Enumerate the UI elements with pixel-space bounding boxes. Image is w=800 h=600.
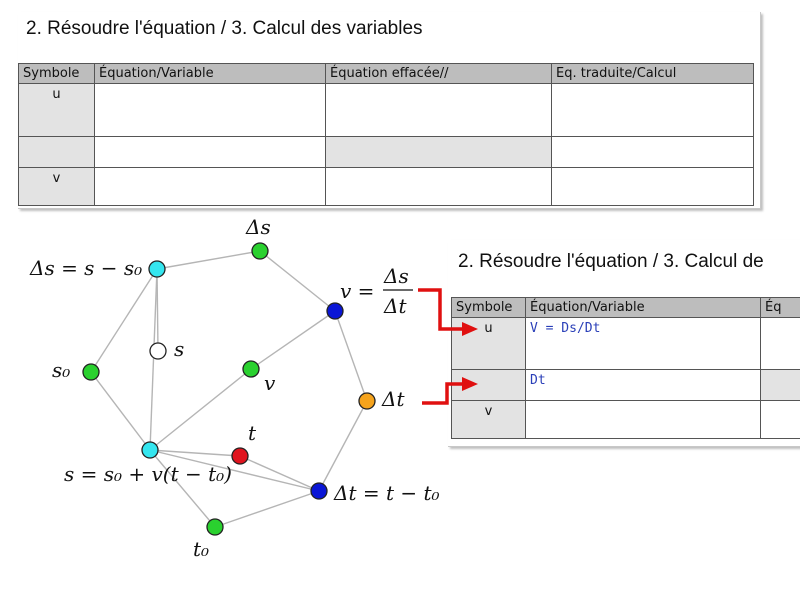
label-position-equation: s = s₀ + v(t − t₀) [64,462,232,486]
graph-edge [156,250,261,270]
node-v[interactable] [242,360,260,378]
arrow-to-dt-row [422,382,464,405]
label-delta-s-definition: Δs = s − s₀ [29,256,142,280]
right-variables-table: Symbole Équation/Variable Éq u V = Ds/Dt… [451,297,800,439]
graph-nodes [82,242,376,536]
label-delta-s: Δs [245,215,271,239]
graph-edge [149,449,241,457]
graph-edge [149,368,252,451]
label-delta-t: Δt [381,387,405,411]
table-cell[interactable] [94,83,326,137]
node-delta-s-definition[interactable] [148,260,166,278]
top-worksheet-panel: 2. Résoudre l'équation / 3. Calcul des v… [18,12,761,209]
table-row [18,136,754,168]
table-cell[interactable] [551,83,754,137]
graph-edge [334,310,368,402]
symbol-cell: u [18,83,95,137]
graph-edge [214,490,320,528]
node-s0[interactable] [82,363,100,381]
label-t: t [248,421,257,445]
graph-edge [90,371,151,451]
right-panel-title: 2. Résoudre l'équation / 3. Calcul de [458,251,764,272]
symbol-cell: v [18,167,95,206]
column-header: Eq. traduite/Calcul [551,63,754,84]
table-row: u [18,83,754,137]
graph-edge [149,449,320,492]
label-fraction-numerator: Δs [383,264,409,288]
table-cell[interactable] [325,136,552,168]
table-row: v [451,400,800,439]
node-labels: Δs = s − s₀ Δs v = Δs Δt s s₀ v Δt t s =… [29,215,440,561]
label-v: v [264,371,276,395]
graph-edge [250,310,336,370]
graph-edge [318,400,368,492]
label-delta-t-definition: Δt = t − t₀ [333,481,440,505]
column-header: Symbole [18,63,95,84]
graph-edge [149,449,216,528]
handwritten-cell[interactable]: V = Ds/Dt [525,317,761,370]
graph-edges [90,250,368,528]
arrowhead-icon [462,377,478,391]
node-delta-t-definition[interactable] [310,482,328,500]
top-panel-title: 2. Résoudre l'équation / 3. Calcul des v… [26,18,423,39]
table-row: u V = Ds/Dt [451,317,800,370]
arrowhead-icon [462,322,478,336]
table-header-row: Symbole Équation/Variable Équation effac… [18,63,754,84]
node-position-equation[interactable] [141,441,159,459]
table-cell[interactable] [94,136,326,168]
node-t[interactable] [231,447,249,465]
table-cell[interactable] [325,167,552,206]
label-s0: s₀ [52,358,70,382]
symbol-cell: v [451,400,526,439]
table-cell[interactable] [551,136,754,168]
graph-edge [90,268,158,373]
node-delta-t[interactable] [358,392,376,410]
node-s[interactable] [149,342,167,360]
table-cell[interactable] [760,400,800,439]
label-fraction-denominator: Δt [383,294,407,318]
column-header: Équation/Variable [525,297,761,318]
table-header-row: Symbole Équation/Variable Éq [451,297,800,318]
right-worksheet-panel: 2. Résoudre l'équation / 3. Calcul de Sy… [448,240,800,447]
label-t0: t₀ [193,537,209,561]
graph-edge [239,455,320,492]
node-velocity-equation[interactable] [326,302,344,320]
column-header: Équation/Variable [94,63,326,84]
column-header: Éq [760,297,800,318]
table-row: v [18,167,754,206]
node-delta-s[interactable] [251,242,269,260]
graph-edge [259,250,336,312]
node-t0[interactable] [206,518,224,536]
table-cell[interactable] [94,167,326,206]
table-cell[interactable] [551,167,754,206]
pointer-arrows [418,288,478,405]
table-cell[interactable] [325,83,552,137]
top-variables-table: Symbole Équation/Variable Équation effac… [18,63,754,206]
handwritten-cell[interactable] [525,400,761,439]
label-velocity-equation: v = [340,279,374,303]
graph-edge [149,268,158,451]
arrow-to-u-row [418,288,464,331]
column-header: Équation effacée// [325,63,552,84]
label-s: s [174,337,184,361]
